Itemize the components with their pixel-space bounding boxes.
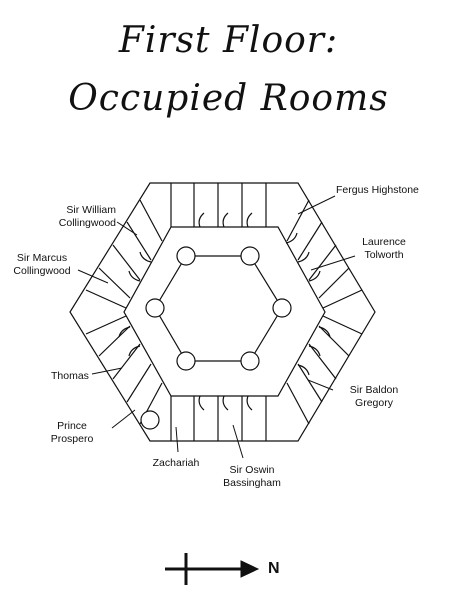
upper-left-rooms: [85, 199, 163, 309]
arrow-head-icon: [240, 560, 260, 578]
top-rooms: [170, 183, 267, 228]
pillars: [140, 246, 292, 430]
bottom-rooms: [170, 395, 267, 441]
label-zachariah: Zachariah: [152, 457, 200, 469]
lower-left-rooms: [85, 315, 163, 425]
title-line-2: Occupied Rooms: [68, 78, 389, 119]
leader-lines: [77, 195, 356, 459]
compass-north-label: N: [268, 560, 280, 577]
label-thomas: Thomas: [51, 370, 89, 382]
atrium-rail: [154, 255, 283, 362]
outer-wall: [69, 182, 376, 442]
inner-corridor-wall: [123, 226, 326, 397]
title-line-1: First Floor:: [118, 20, 339, 61]
compass-arrow-icon: [165, 553, 245, 585]
upper-right-rooms: [285, 199, 363, 309]
lower-right-rooms: [286, 315, 363, 425]
label-fergus-highstone: Fergus Highstone: [336, 184, 419, 196]
